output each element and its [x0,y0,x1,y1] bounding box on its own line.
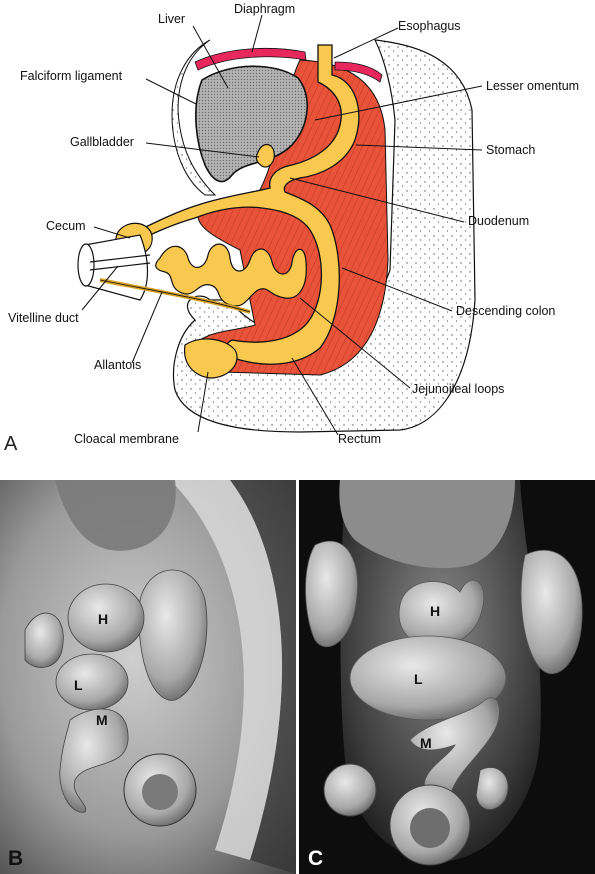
leader-cloacal [197,371,209,433]
label-duodenum: Duodenum [468,214,529,228]
leader-diaphragm [251,14,263,53]
label-descending-colon: Descending colon [456,304,555,318]
midgut-b [59,708,129,813]
leader-descending-colon [341,267,453,312]
micrograph-c: H L M C [299,480,595,874]
label-falciform: Falciform ligament [20,69,123,83]
leader-vitelline [81,265,119,311]
label-allantois: Allantois [94,358,141,372]
label-cloacal: Cloacal membrane [74,432,179,446]
label-cecum: Cecum [46,219,86,233]
leader-esophagus [333,27,399,59]
panel-label-b: B [8,847,23,870]
diaphragm-band-right [334,61,383,83]
label-jejunoileal: Jejunoileal loops [412,382,504,396]
vitelline-duct-lower [89,262,151,271]
sem-c-l: L [414,671,423,687]
label-gallbladder: Gallbladder [70,135,134,149]
jejunoileal-loops [155,243,307,307]
gallbladder [255,143,275,168]
label-vitelline: Vitelline duct [8,311,79,325]
vitelline-duct [89,254,151,263]
sem-b-h: H [98,611,108,627]
leader-jejunoileal [299,297,411,389]
label-liver: Liver [158,12,185,26]
liver-c [349,635,507,721]
sem-b-m: M [96,712,108,728]
leader-liver [192,25,229,89]
leader-falciform [145,78,197,105]
panel-label-c: C [308,847,323,870]
midgut-c [409,697,500,800]
leader-stomach [355,144,483,151]
micrograph-b: H L M B [0,480,296,874]
leader-gallbladder [145,142,260,158]
label-esophagus: Esophagus [398,19,461,33]
allantois-outline [99,279,251,313]
leader-allantois [131,291,163,364]
cloaca [183,338,238,379]
sem-b-l: L [74,677,83,693]
leader-duodenum [289,177,465,223]
label-diaphragm: Diaphragm [234,2,295,16]
cord-opening [77,243,95,287]
sem-c-m: M [420,735,432,751]
leader-lesser-omentum [314,85,483,121]
liver-b [55,653,129,711]
gut-tube [91,44,360,365]
diagram-a: Liver Diaphragm Esophagus Falciform liga… [4,2,579,455]
label-stomach: Stomach [486,143,535,157]
panel-label-a: A [4,433,18,455]
leader-rectum [291,357,339,436]
panel-divider [296,480,299,874]
sem-c-h: H [430,603,440,619]
label-rectum: Rectum [338,432,381,446]
leader-cecum [93,226,131,239]
diaphragm-band [194,47,307,71]
body-wall-upper [171,39,217,196]
heart-b [67,583,145,653]
label-lesser-omentum: Lesser omentum [486,79,579,93]
